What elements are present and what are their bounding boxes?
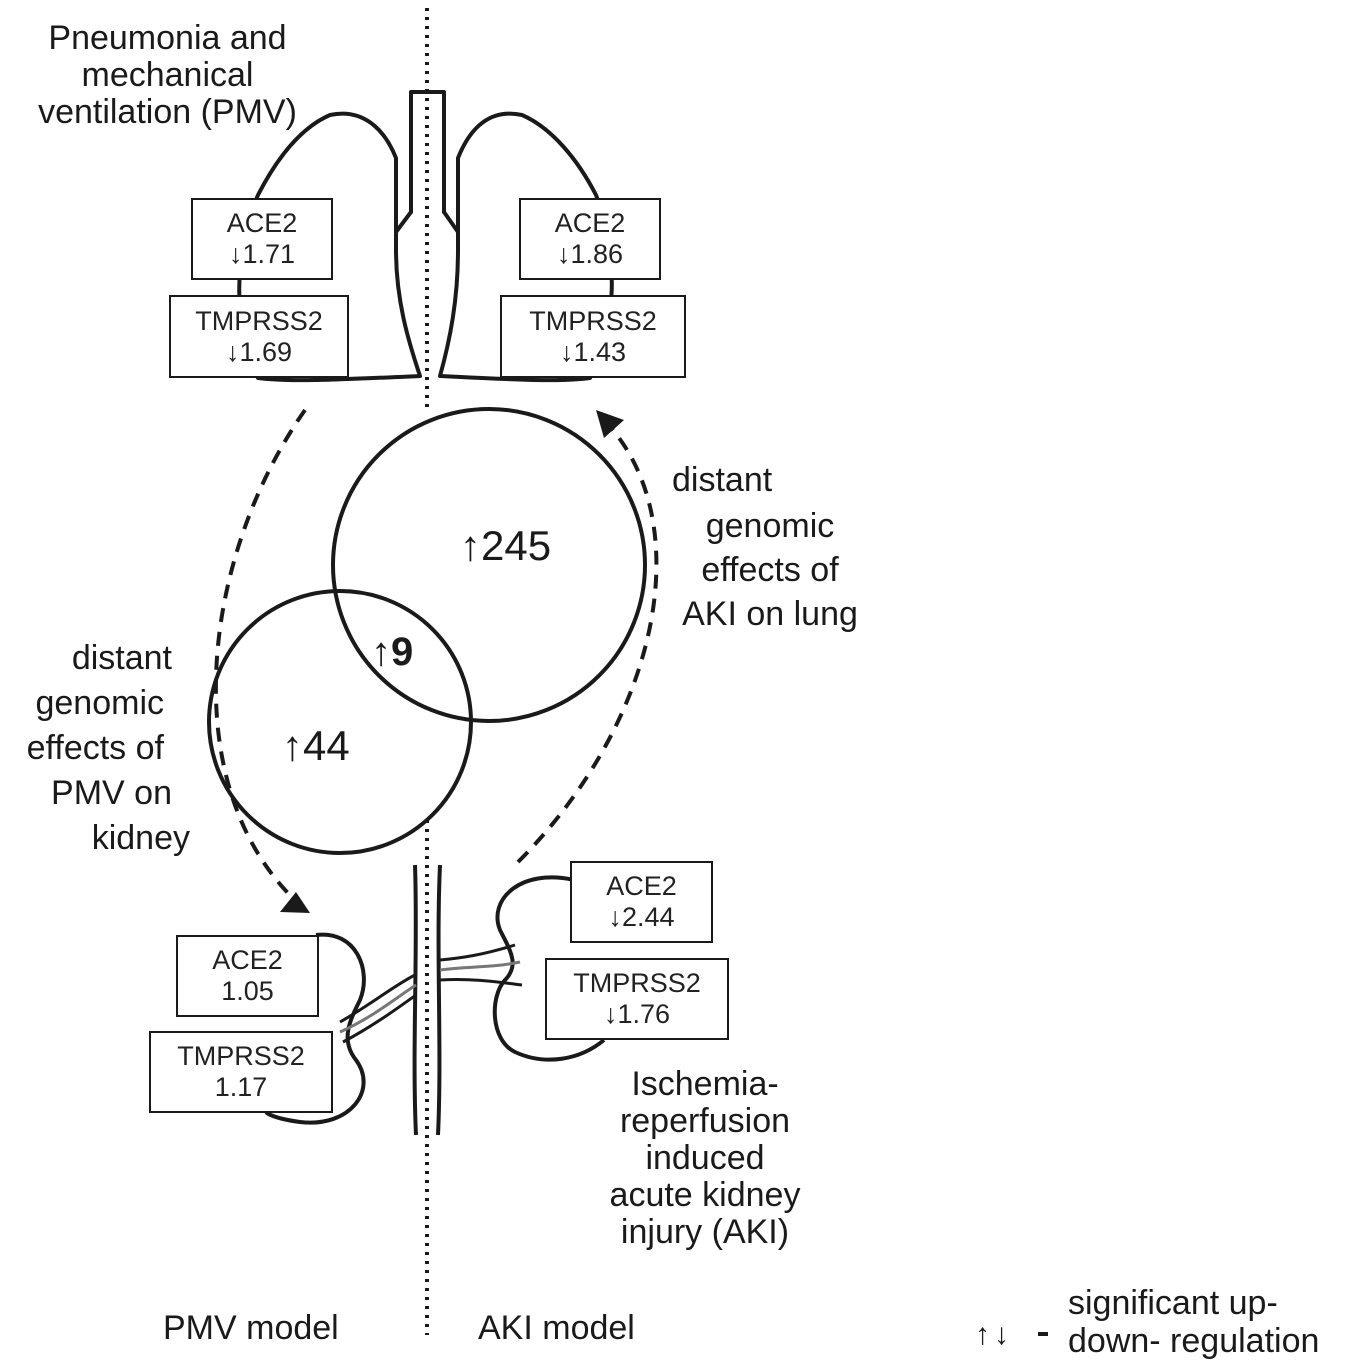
- legend-text: significant up- down- regulation: [1068, 1284, 1319, 1360]
- venn-value-aki-lung: ↑245: [460, 522, 551, 570]
- fold-change: ↓1.76: [603, 999, 671, 1029]
- venn-value-pmv-kidney: ↑44: [282, 722, 350, 770]
- arrowhead-pmv-to-kidney: [280, 892, 310, 913]
- venn-count: 245: [481, 522, 552, 569]
- label-line: genomic: [705, 507, 835, 545]
- right-kidney-illustration: [439, 875, 606, 1062]
- venn-value-overlap: ↑9: [371, 630, 413, 675]
- dashed-arrow-pmv-to-kidney: [213, 408, 307, 907]
- up-arrow-icon: ↑: [282, 722, 303, 769]
- aorta-illustration: [412, 864, 442, 1136]
- pmv-on-kidney-label: distant genomic effects of PMV on kidney: [0, 640, 190, 857]
- aki-model-label: AKI model: [478, 1309, 635, 1347]
- gene-name: TMPRSS2: [195, 305, 323, 336]
- box-pmv-lung-tmprss2: TMPRSS2 ↓1.69: [169, 295, 349, 378]
- fold-change: ↓1.69: [225, 336, 293, 367]
- gene-name: ACE2: [226, 208, 298, 238]
- legend-symbols: ↑↓: [975, 1318, 1013, 1351]
- label-line: distant: [672, 461, 773, 499]
- venn-circle-aki-lung: [331, 407, 647, 723]
- dashed-arrow-aki-to-lung: [516, 418, 659, 864]
- label-line: injury (AKI): [620, 1213, 790, 1251]
- lung-condition-label: Pneumonia and mechanical ventilation (PM…: [20, 20, 315, 131]
- label-line: mechanical: [81, 56, 254, 94]
- arrowhead-aki-to-lung: [596, 410, 624, 438]
- gene-name: TMPRSS2: [573, 968, 701, 998]
- label-line: Pneumonia and: [48, 19, 287, 57]
- label-line: ventilation (PMV): [38, 93, 297, 131]
- box-aki-kidney-ace2: ACE2 ↓2.44: [570, 861, 713, 943]
- label-line: kidney: [91, 819, 190, 857]
- label-line: reperfusion: [619, 1102, 791, 1140]
- box-pmv-kidney-ace2: ACE2 1.05: [176, 935, 319, 1017]
- kidney-condition-label: Ischemia- reperfusion induced acute kidn…: [585, 1066, 825, 1251]
- fold-change: ↓1.71: [228, 239, 296, 269]
- gene-name: ACE2: [212, 945, 283, 975]
- up-arrow-icon: ↑: [371, 630, 391, 674]
- gene-name: ACE2: [606, 871, 677, 901]
- legend-line: down- regulation: [1068, 1322, 1320, 1360]
- label-line: acute kidney: [609, 1176, 801, 1214]
- label-line: induced: [645, 1139, 765, 1177]
- venn-count: 44: [303, 722, 350, 769]
- fold-change: ↓1.43: [559, 336, 627, 367]
- label-line: AKI on lung: [682, 595, 858, 633]
- label-line: distant: [71, 639, 172, 677]
- box-aki-lung-tmprss2: TMPRSS2 ↓1.43: [500, 295, 686, 378]
- up-arrow-icon: ↑: [460, 522, 481, 569]
- gene-name: TMPRSS2: [529, 305, 657, 336]
- label-line: Ischemia-: [631, 1065, 779, 1103]
- box-pmv-lung-ace2: ACE2 ↓1.71: [191, 198, 333, 280]
- pmv-model-label: PMV model: [163, 1309, 339, 1347]
- gene-name: ACE2: [554, 208, 626, 238]
- fold-change: 1.05: [221, 976, 274, 1006]
- label-line: PMV on: [51, 774, 172, 812]
- box-pmv-kidney-tmprss2: TMPRSS2 1.17: [149, 1031, 333, 1113]
- gene-name: TMPRSS2: [177, 1041, 305, 1071]
- legend-line: significant up-: [1068, 1284, 1278, 1322]
- fold-change: ↓1.86: [556, 239, 624, 269]
- fold-change: ↓2.44: [608, 902, 675, 932]
- label-line: effects of: [701, 551, 839, 589]
- left-kidney-illustration: [264, 932, 417, 1125]
- label-line: effects of: [26, 729, 164, 767]
- venn-circle-pmv-kidney: [207, 589, 473, 855]
- box-aki-kidney-tmprss2: TMPRSS2 ↓1.76: [545, 958, 729, 1040]
- aki-on-lung-label: distant genomic effects of AKI on lung: [660, 462, 880, 633]
- venn-count: 9: [391, 630, 414, 674]
- label-line: genomic: [35, 684, 164, 722]
- box-aki-lung-ace2: ACE2 ↓1.86: [519, 198, 661, 280]
- fold-change: 1.17: [214, 1072, 268, 1102]
